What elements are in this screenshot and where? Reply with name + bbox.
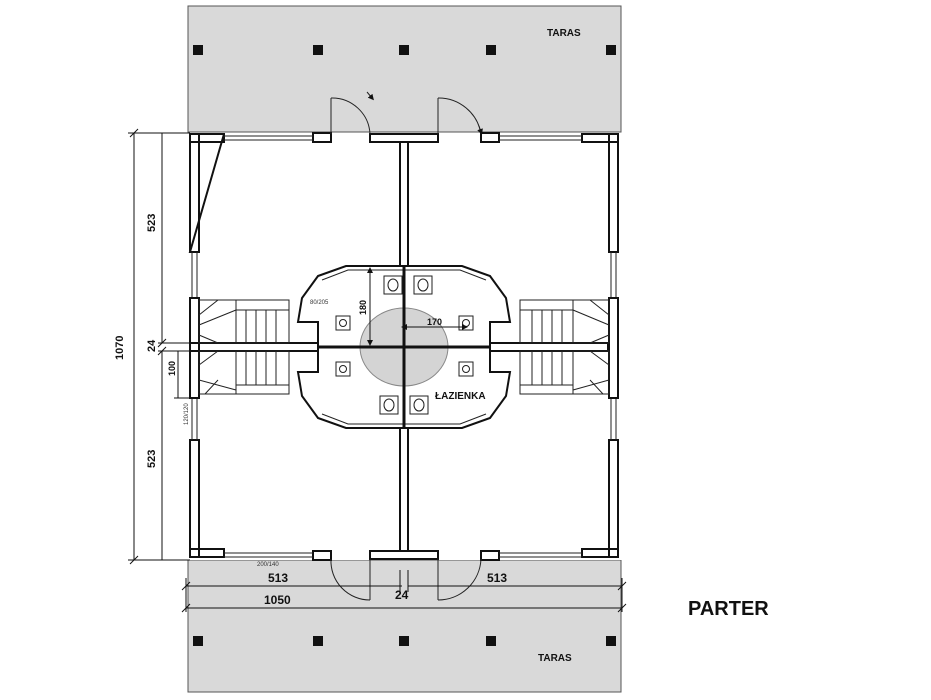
dim-lower-height: 523 xyxy=(146,450,158,468)
window-bottom-note: 200/140 xyxy=(257,562,279,568)
terrace-posts xyxy=(193,45,616,646)
plan-title: PARTER xyxy=(688,598,769,620)
dim-right-width: 513 xyxy=(487,571,507,585)
stairs-right xyxy=(519,299,610,395)
dim-total-width: 1050 xyxy=(264,593,291,607)
dim-left-width: 513 xyxy=(268,571,288,585)
dim-bath-width: 170 xyxy=(427,317,442,327)
door-size-note: 80/205 xyxy=(310,300,329,306)
window-left-note: 120/120 xyxy=(184,403,190,425)
dim-wall-thickness: 24 xyxy=(146,339,158,352)
dim-center-wall: 24 xyxy=(395,588,409,602)
stairs-left xyxy=(198,299,290,395)
dim-upper-height: 523 xyxy=(146,214,158,232)
terrace-top xyxy=(187,5,622,133)
dim-stair-depth: 100 xyxy=(167,361,177,376)
dim-total-height: 1070 xyxy=(114,336,126,360)
terrace-bottom xyxy=(187,559,622,693)
dimension-lines xyxy=(128,128,627,613)
bathroom-label: ŁAZIENKA xyxy=(435,391,486,402)
doors-top xyxy=(330,91,483,135)
terrace-top-label: TARAS xyxy=(547,28,581,39)
bathroom xyxy=(296,265,512,429)
doors-bottom xyxy=(330,558,482,601)
outer-walls xyxy=(188,132,619,561)
terrace-bottom-label: TARAS xyxy=(538,653,572,664)
dim-bath-height: 180 xyxy=(358,300,368,315)
